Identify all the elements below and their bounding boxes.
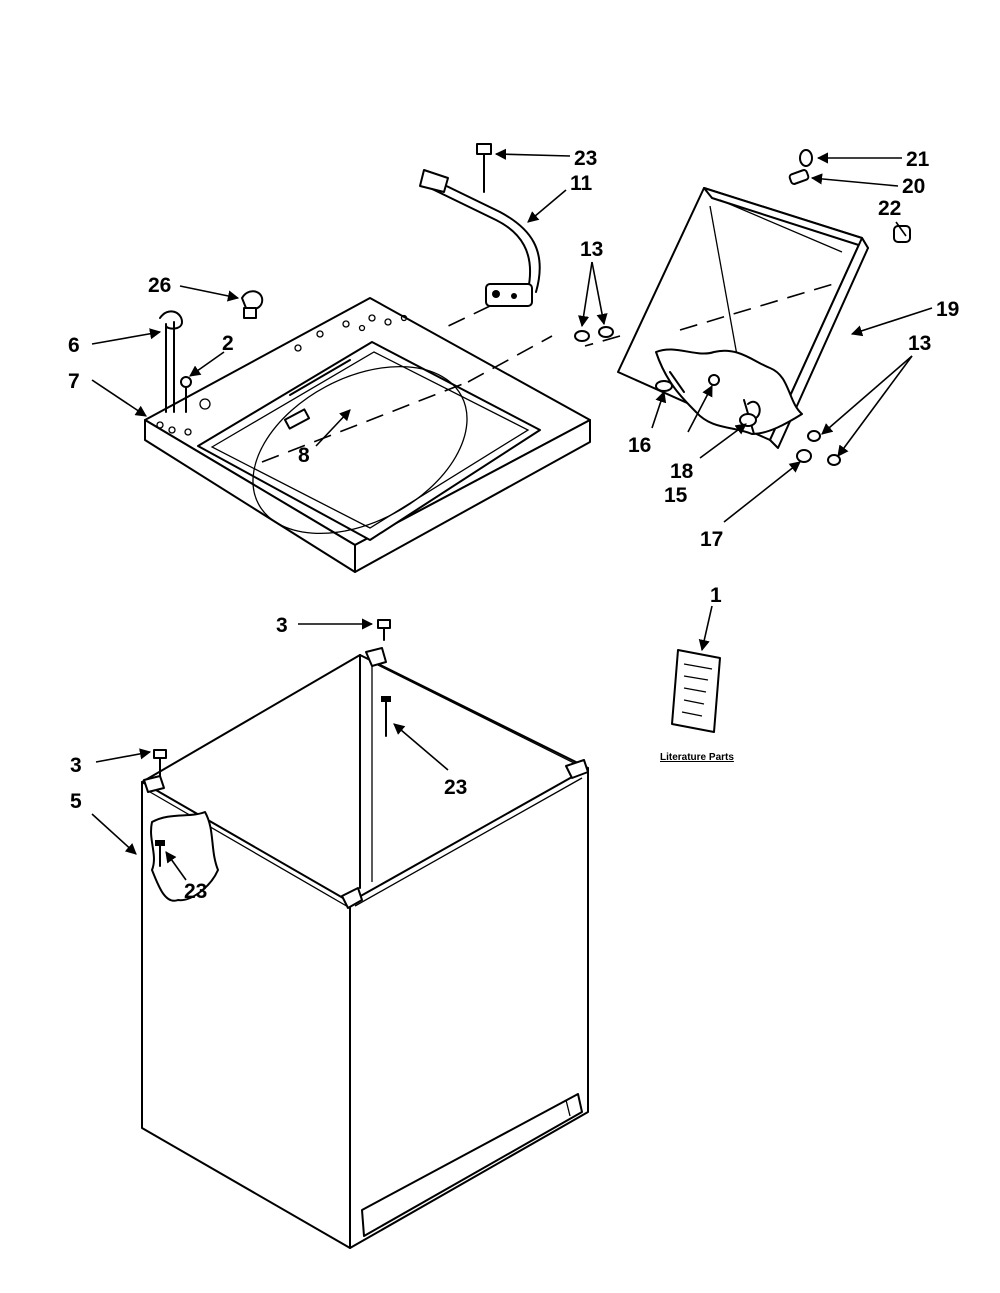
hinge-part-16 <box>655 371 685 393</box>
bumper-part-22 <box>893 225 911 243</box>
callout-8: 8 <box>298 444 310 467</box>
callout-22: 22 <box>878 197 901 220</box>
callout-21: 21 <box>906 148 930 171</box>
screw-part-23-mid <box>381 696 391 737</box>
callout-7: 7 <box>68 370 80 393</box>
screw-part-20 <box>788 169 810 185</box>
callout-6: 6 <box>68 334 80 357</box>
hinge-spring-part-6 <box>159 310 183 413</box>
pin-part-18 <box>708 374 720 386</box>
callout-17: 17 <box>700 528 723 551</box>
callout-20: 20 <box>902 175 925 198</box>
lid-switch-harness-part <box>419 143 541 331</box>
callout-1: 1 <box>710 584 722 607</box>
callout-3-left: 3 <box>70 754 82 777</box>
callout-15: 15 <box>664 484 688 507</box>
literature-parts-booklet <box>671 649 721 733</box>
callout-13-left: 13 <box>580 238 603 261</box>
callout-16: 16 <box>628 434 651 457</box>
literature-parts-caption: Literature Parts <box>660 752 734 763</box>
callout-19: 19 <box>936 298 959 321</box>
washer-top-part <box>144 297 591 573</box>
bumper-part-21 <box>799 149 813 167</box>
washer-lid-part <box>584 187 869 449</box>
clip-part-26 <box>241 290 264 319</box>
callout-11: 11 <box>570 172 593 195</box>
callout-23-low: 23 <box>184 880 207 903</box>
callout-23-mid: 23 <box>444 776 467 799</box>
screw-part-3-mid <box>377 619 391 641</box>
callout-26: 26 <box>148 274 171 297</box>
callout-3-mid: 3 <box>276 614 288 637</box>
callout-5: 5 <box>70 790 82 813</box>
callout-23-top: 23 <box>574 147 597 170</box>
spring-part-15 <box>739 413 757 427</box>
callout-labels: 23 11 21 20 22 13 26 19 13 6 2 7 8 16 18… <box>68 147 959 903</box>
screw-part-3-left <box>153 749 167 777</box>
callout-2: 2 <box>222 332 234 355</box>
cabinet-part <box>141 647 589 1249</box>
bushing-part-17 <box>796 449 812 463</box>
leader-lines <box>91 148 933 881</box>
callout-13-right: 13 <box>908 332 931 355</box>
screws-part-13-left <box>574 326 614 342</box>
callout-18: 18 <box>670 460 694 483</box>
screw-part-2 <box>180 376 192 413</box>
screws-part-13-right <box>807 430 841 466</box>
